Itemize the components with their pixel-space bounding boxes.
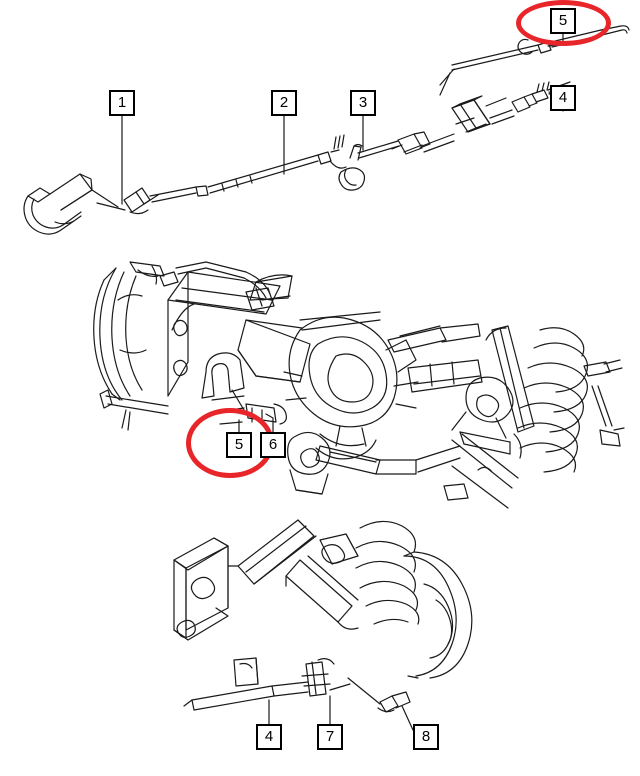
callout-2: 2 bbox=[271, 90, 297, 116]
callout-6-middle: 6 bbox=[260, 432, 286, 458]
callout-1: 1 bbox=[109, 90, 135, 116]
callout-4-top: 4 bbox=[550, 85, 576, 111]
highlight-circle-top bbox=[516, 0, 611, 46]
callout-4-bottom: 4 bbox=[256, 724, 282, 750]
callout-5-top: 5 bbox=[550, 8, 576, 34]
callout-7-bottom: 7 bbox=[317, 724, 343, 750]
callout-5-middle: 5 bbox=[226, 432, 252, 458]
callout-8-bottom: 8 bbox=[413, 724, 439, 750]
top-panel-cable-assembly bbox=[23, 25, 630, 235]
bottom-panel-frame-detail bbox=[173, 519, 473, 713]
middle-panel-axle-assembly bbox=[93, 261, 625, 509]
callout-3: 3 bbox=[350, 90, 376, 116]
bottom-panel-leaders bbox=[268, 695, 414, 731]
